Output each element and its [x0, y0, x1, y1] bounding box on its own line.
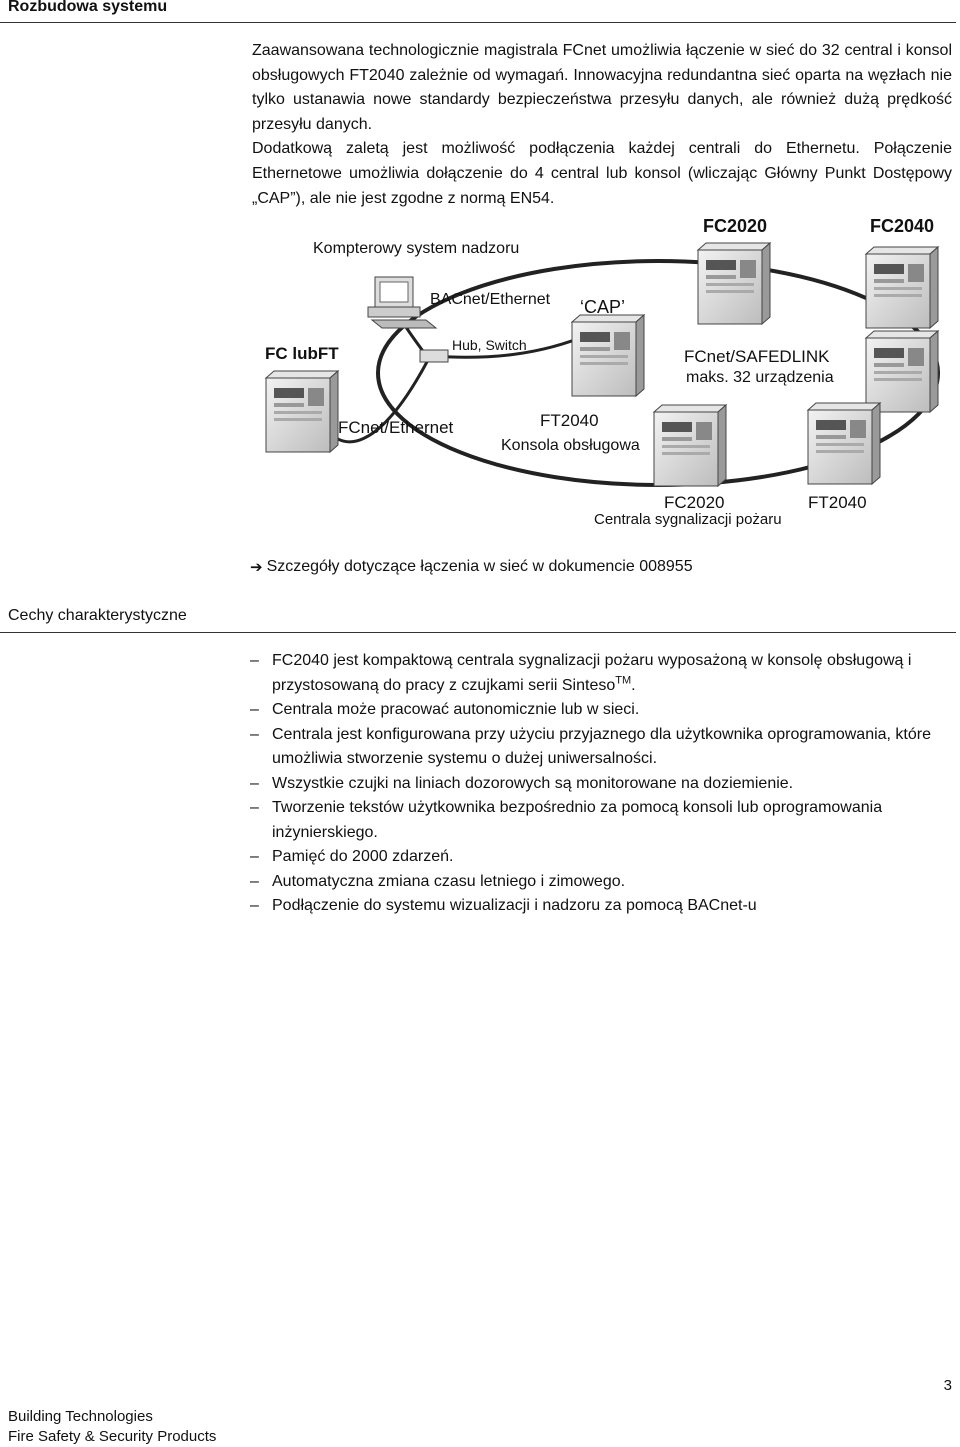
list-item: –Tworzenie tekstów użytkownika bezpośred…: [250, 796, 950, 845]
dash-bullet: –: [250, 652, 259, 669]
fc2040-top-panel-icon: [865, 246, 939, 329]
max-devices-label: maks. 32 urządzenia: [686, 369, 834, 386]
page-number: 3: [943, 1377, 952, 1394]
fc-ft-panel-icon: [265, 370, 339, 453]
fcnet-ethernet-label: FCnet/Ethernet: [338, 418, 454, 437]
ft2040-label: FT2040: [540, 411, 599, 430]
computer-label: Kompterowy system nadzoru: [313, 240, 519, 257]
footer-line-2: Fire Safety & Security Products: [8, 1428, 217, 1445]
dash-bullet: –: [250, 897, 259, 914]
panel-label: Centrala sygnalizacji pożaru: [594, 511, 782, 528]
list-item: –Wszystkie czujki na liniach dozorowych …: [250, 772, 950, 797]
fc2020-top-label: FC2020: [703, 216, 767, 236]
feature-text: Automatyczna zmiana czasu letniego i zim…: [272, 872, 626, 890]
trademark-sup: TM: [615, 674, 632, 687]
hub-icon: [419, 349, 449, 363]
feature-text: FC2040 jest kompaktową centrala sygnaliz…: [272, 652, 912, 694]
feature-text: Pamięć do 2000 zdarzeń.: [272, 848, 454, 865]
dash-bullet: –: [250, 701, 259, 718]
ft2040-bottom-panel-icon: [807, 402, 881, 485]
footer-line-1: Building Technologies: [8, 1408, 153, 1425]
fc2020-bottom-label: FC2020: [664, 493, 724, 512]
fc2040-right-panel-icon: [865, 330, 939, 413]
list-item: –Podłączenie do systemu wizualizacji i n…: [250, 894, 950, 919]
arrow-right-icon: ➔: [250, 559, 263, 576]
section-title-cechy: Cechy charakterystyczne: [8, 607, 187, 624]
section-title-rozbudowa: Rozbudowa systemu: [8, 0, 168, 15]
cap-label: ‘CAP’: [580, 297, 625, 317]
dash-bullet: –: [250, 872, 259, 890]
feature-text: Wszystkie czujki na liniach dozorowych s…: [272, 774, 794, 792]
bacnet-label: BACnet/Ethernet: [430, 291, 551, 308]
fcnet-safedlink-label: FCnet/SAFEDLINK: [684, 347, 830, 366]
network-diagram: Kompterowy system nadzoru BACnet/Etherne…: [265, 216, 940, 528]
fc2020-top-panel-icon: [697, 242, 771, 325]
dash-bullet: –: [250, 799, 259, 816]
features-rule: [0, 632, 956, 633]
dash-bullet: –: [250, 774, 259, 792]
reference-text: Szczegóły dotyczące łączenia w sieć w do…: [266, 558, 693, 575]
feature-text: Centrala może pracować autonomicznie lub…: [272, 701, 640, 718]
list-item: –Centrala jest konfigurowana przy użyciu…: [250, 723, 950, 772]
list-item: –Pamięć do 2000 zdarzeń.: [250, 845, 950, 870]
intro-paragraph: Zaawansowana technologicznie magistrala …: [252, 39, 952, 211]
list-item: –FC2040 jest kompaktową centrala sygnali…: [250, 649, 950, 698]
reference-line: ➔ Szczegóły dotyczące łączenia w sieć w …: [250, 558, 693, 576]
footer: Building Technologies Fire Safety & Secu…: [8, 1407, 216, 1447]
dash-bullet: –: [250, 725, 259, 743]
intro-text-1: Zaawansowana technologicznie magistrala …: [252, 42, 952, 133]
computer-icon: [367, 276, 438, 329]
ft2040-console-icon: [653, 404, 727, 487]
ft2040-bottom-label: FT2040: [808, 493, 867, 512]
features-list: –FC2040 jest kompaktową centrala sygnali…: [250, 649, 950, 919]
header-rule: [0, 22, 956, 23]
feature-text: Podłączenie do systemu wizualizacji i na…: [272, 897, 757, 914]
list-item: –Centrala może pracować autonomicznie lu…: [250, 698, 950, 723]
fc2040-top-label: FC2040: [870, 216, 934, 236]
feature-text: Centrala jest konfigurowana przy użyciu …: [272, 725, 931, 768]
feature-text-end: .: [631, 676, 636, 694]
intro-text-2: Dodatkową zaletą jest możliwość podłącze…: [252, 140, 952, 207]
feature-text: Tworzenie tekstów użytkownika bezpośredn…: [272, 799, 883, 841]
fc-ft-label: FC lubFT: [265, 344, 339, 363]
cap-panel-icon: [571, 314, 645, 397]
dash-bullet: –: [250, 848, 259, 865]
console-label: Konsola obsługowa: [501, 437, 640, 454]
hub-label: Hub, Switch: [452, 337, 527, 353]
list-item: –Automatyczna zmiana czasu letniego i zi…: [250, 870, 950, 895]
